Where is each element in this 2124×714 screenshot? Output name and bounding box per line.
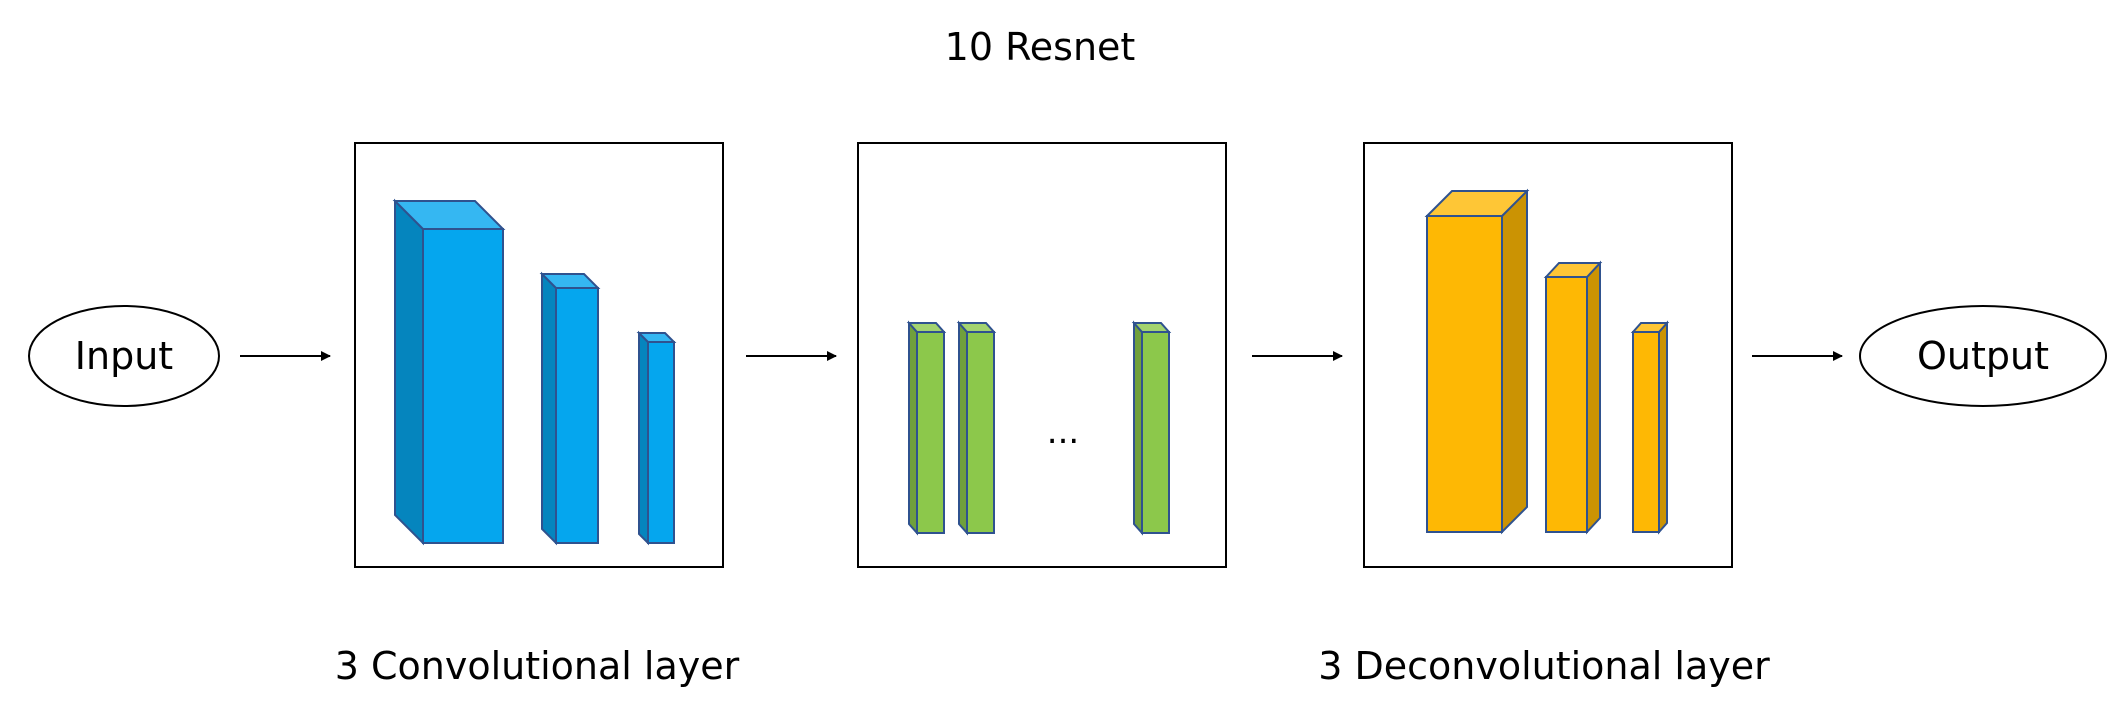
deconv-block-3 — [1630, 320, 1670, 535]
resnet-ellipsis: ... — [1047, 412, 1079, 452]
resnet-block-2 — [956, 320, 997, 536]
resnet-block-1 — [906, 320, 947, 536]
deconv-caption: 3 Deconvolutional layer — [1318, 644, 1770, 688]
resnet-block-3 — [1131, 320, 1172, 536]
deconv-block-2 — [1543, 260, 1603, 535]
conv-block-2 — [539, 271, 601, 546]
conv-block-1 — [392, 198, 506, 546]
output-label: Output — [1917, 334, 2049, 378]
deconv-block-1 — [1424, 188, 1530, 535]
output-node: Output — [1859, 305, 2107, 407]
input-node: Input — [28, 305, 220, 407]
conv-block-3 — [636, 330, 677, 546]
resnet-title: 10 Resnet — [945, 25, 1136, 69]
input-label: Input — [75, 334, 173, 378]
conv-caption: 3 Convolutional layer — [335, 644, 740, 688]
